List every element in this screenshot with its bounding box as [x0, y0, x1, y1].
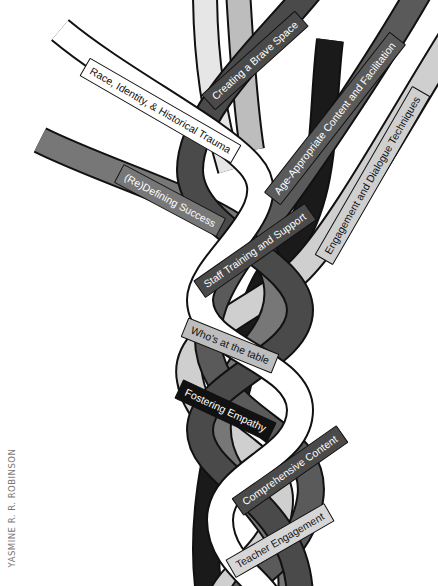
credit-label: YASMINE R. R. ROBINSON — [7, 449, 17, 568]
band-text: Comprehensive Content — [240, 432, 340, 508]
braid-band: Age-Appropriate Content and Facilitation — [264, 31, 406, 205]
braid-band: Race, Identity, & Historical Trauma — [79, 57, 241, 163]
band-text: Who's at the table — [189, 323, 271, 366]
band-text: Race, Identity, & Historical Trauma — [87, 64, 233, 156]
braid-band: (Re)Defining Success — [114, 163, 226, 236]
band-text: Fostering Empathy — [182, 385, 267, 434]
braid-band: Creating a Brave Space — [201, 10, 309, 110]
braid-band: Comprehensive Content — [232, 425, 349, 516]
band-text: Teacher Engagement — [234, 509, 327, 570]
ribbon — [60, 30, 300, 586]
braid-band: Who's at the table — [181, 317, 280, 373]
band-text: Creating a Brave Space — [209, 18, 301, 102]
band-text: (Re)Defining Success — [122, 170, 218, 229]
braid-band: Fostering Empathy — [174, 379, 276, 442]
